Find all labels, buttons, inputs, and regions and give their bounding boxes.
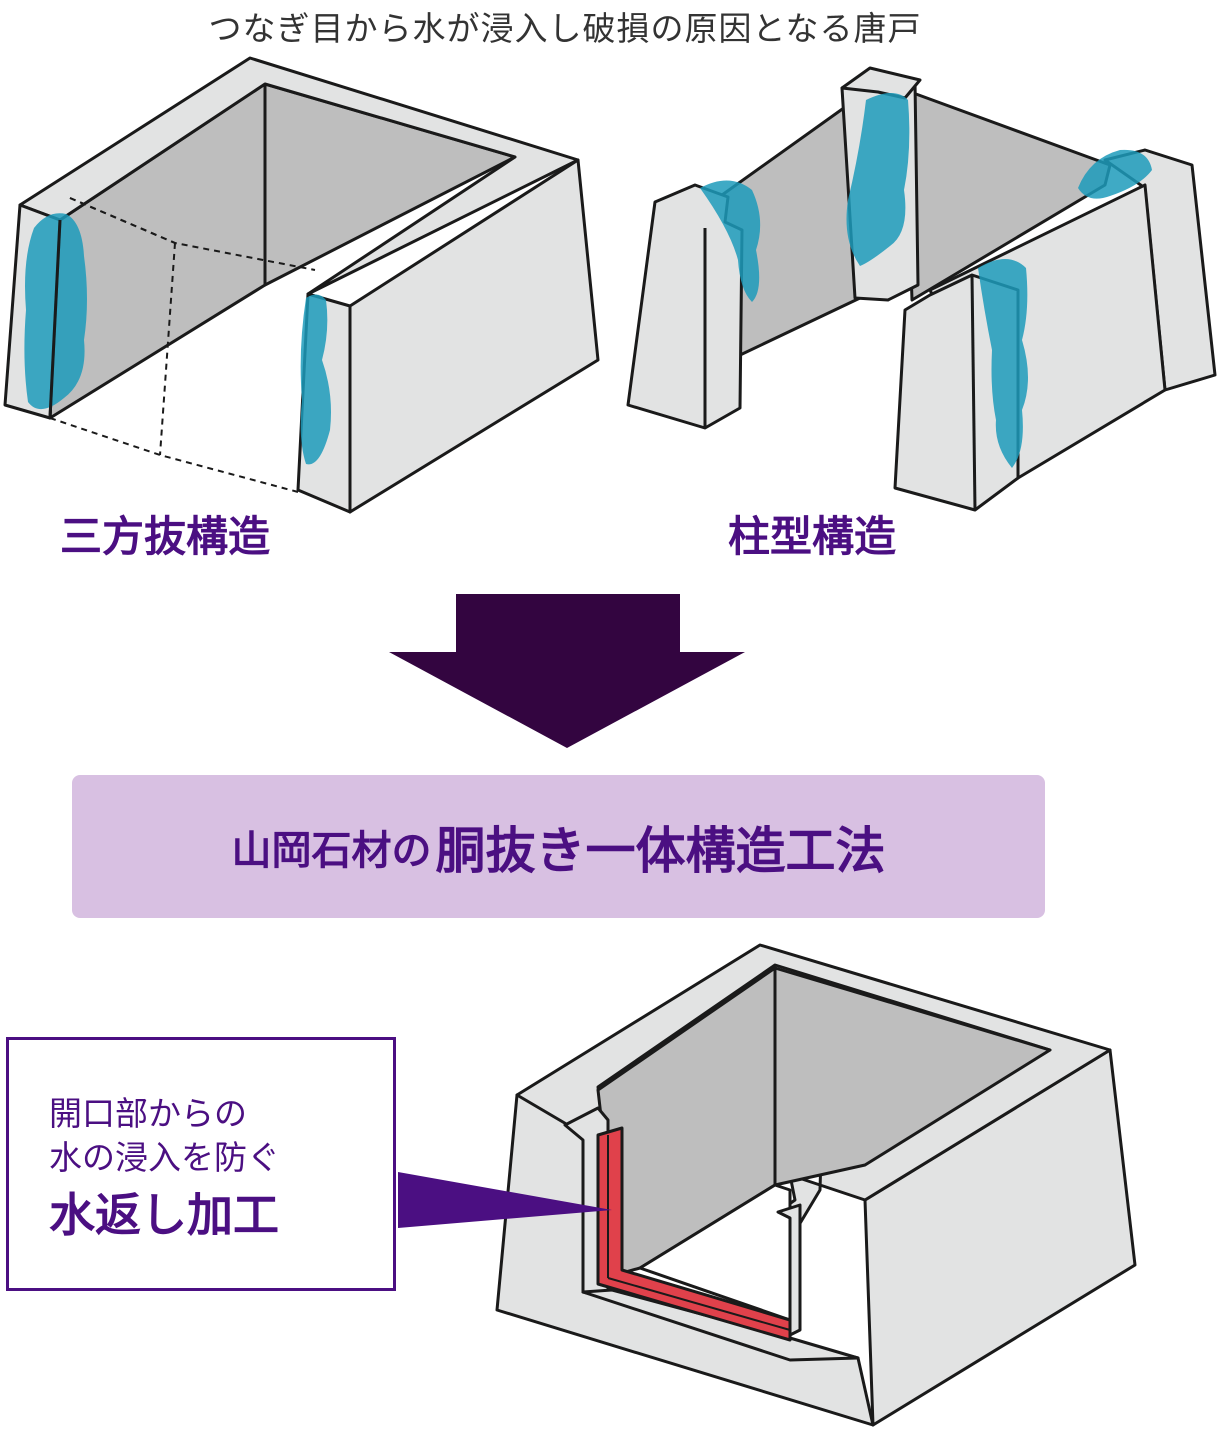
hashira-water-stain-2 <box>846 93 910 266</box>
hashira-water-stain-3 <box>1078 149 1152 199</box>
sanpo-right-slab-side <box>348 158 600 514</box>
doumuki-opening-floor <box>638 1183 792 1322</box>
hashira-pillar-back-left-top <box>840 66 922 100</box>
callout-box: 開口部からの 水の浸入を防ぐ 水返し加工 <box>6 1037 396 1291</box>
label-sanpo-structure: 三方抜構造 <box>60 512 271 561</box>
doumuki-water-return-channel <box>596 1126 792 1342</box>
doumuki-right-jamb <box>776 1203 802 1337</box>
method-prefix: 山岡石材の <box>231 827 432 874</box>
hashira-structure-drawing <box>626 66 1217 512</box>
method-name: 胴抜き一体構造工法 <box>435 821 886 880</box>
callout-line-1: 開口部からの <box>49 1094 247 1133</box>
label-hashira-structure: 柱型構造 <box>728 512 897 561</box>
sanpo-structure-drawing <box>3 56 600 514</box>
doumuki-floor-edge <box>581 1288 860 1362</box>
sanpo-top-rim <box>18 56 580 296</box>
callout-pointer <box>398 1172 612 1228</box>
sanpo-joint-line <box>48 219 62 419</box>
callout-emphasis: 水返し加工 <box>49 1188 279 1242</box>
doumuki-structure-drawing <box>495 943 1137 1427</box>
sanpo-hidden-outline <box>49 197 316 493</box>
sanpo-water-stain-right <box>300 294 331 465</box>
hashira-water-stain-1 <box>700 180 761 302</box>
callout-line-2: 水の浸入を防ぐ <box>49 1138 280 1177</box>
top-caption: つなぎ目から水が浸入し破損の原因となる唐戸 <box>208 9 922 48</box>
method-banner: 山岡石材の 胴抜き一体構造工法 <box>72 775 1045 918</box>
hashira-water-stain-4 <box>978 259 1028 468</box>
down-arrow <box>389 594 745 748</box>
